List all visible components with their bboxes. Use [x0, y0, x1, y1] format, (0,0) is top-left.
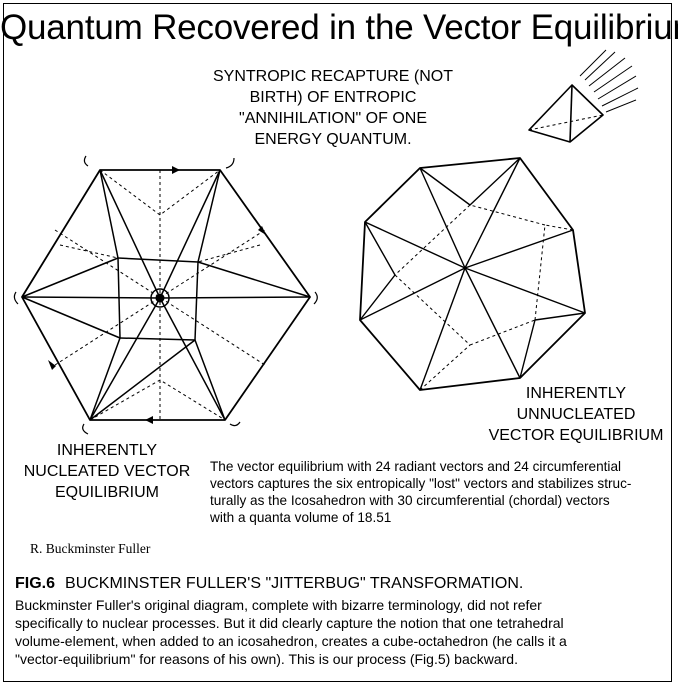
caption-nucleated: INHERENTLY NUCLEATED VECTOR EQUILIBRIUM	[12, 440, 202, 503]
caption-line: NUCLEATED VECTOR	[23, 463, 191, 480]
figure-body-line: specifically to nuclear processes. But i…	[15, 615, 564, 631]
description-line: with a quanta volume of 18.51	[210, 510, 392, 525]
caption-line: EQUILIBRIUM	[54, 484, 159, 501]
figure-body-line: Buckminster Fuller's original diagram, c…	[15, 597, 542, 613]
caption-line: BIRTH) OF ENTROPIC	[249, 89, 417, 106]
figure-title-text: BUCKMINSTER FULLER'S "JITTERBUG" TRANSFO…	[65, 575, 524, 592]
description-text: The vector equilibrium with 24 radiant v…	[210, 458, 660, 526]
page-border	[3, 3, 672, 682]
icosahedron-drawing	[359, 157, 586, 391]
caption-line: ENERGY QUANTUM.	[254, 131, 412, 148]
caption-unnucleated: INHERENTLY UNNUCLEATED VECTOR EQUILIBRIU…	[486, 383, 666, 446]
caption-line: INHERENTLY	[525, 385, 627, 402]
figure-body-line: volume-element, when added to an icosahe…	[15, 633, 567, 649]
figure-body-line: "vector-equilibrium" for reasons of his …	[15, 651, 518, 667]
tetrahedron-drawing	[528, 49, 639, 143]
figure-label: FIG.6	[15, 575, 56, 592]
description-line: The vector equilibrium with 24 radiant v…	[210, 459, 622, 474]
caption-line: VECTOR EQUILIBRIUM	[488, 427, 664, 444]
caption-line: "ANNIHILATION" OF ONE	[239, 110, 427, 127]
page-title: Quantum Recovered in the Vector Equilibr…	[0, 8, 678, 47]
figure-caption-body: Buckminster Fuller's original diagram, c…	[15, 596, 665, 668]
caption-line: INHERENTLY	[56, 442, 158, 459]
caption-syntropic-recapture: SYNTROPIC RECAPTURE (NOT BIRTH) OF ENTRO…	[178, 66, 488, 150]
caption-line: SYNTROPIC RECAPTURE (NOT	[212, 68, 453, 85]
description-line: vectors captures the six entropically "l…	[210, 476, 632, 491]
author-credit: R. Buckminster Fuller	[30, 541, 151, 556]
caption-line: UNNUCLEATED	[516, 406, 636, 423]
description-line: turally as the Icosahedron with 30 circu…	[210, 493, 610, 508]
figure-title: FIG.6 BUCKMINSTER FULLER'S "JITTERBUG" TR…	[15, 575, 523, 593]
vector-equilibrium-drawing	[13, 155, 318, 435]
